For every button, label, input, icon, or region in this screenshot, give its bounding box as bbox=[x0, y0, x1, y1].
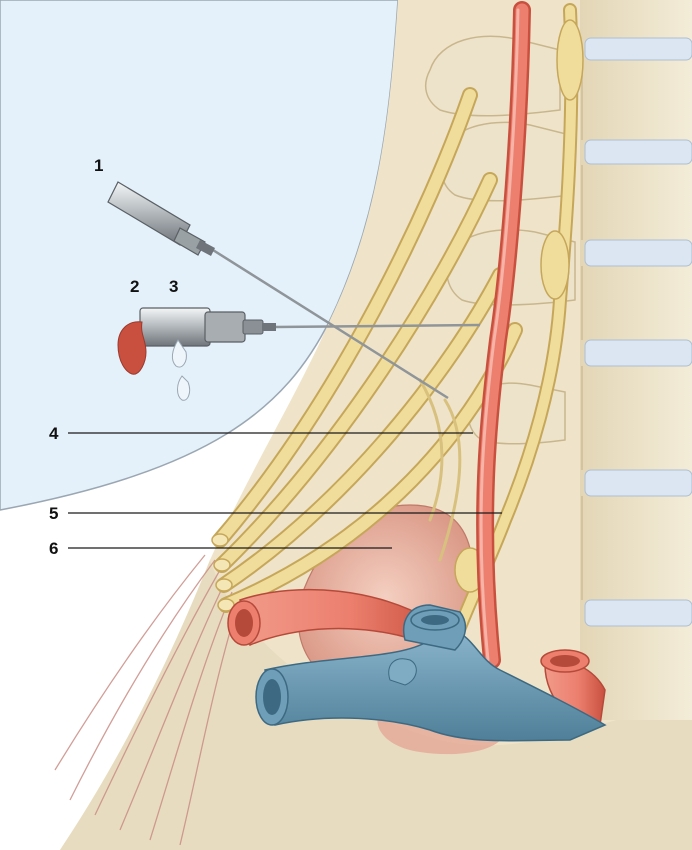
leader-lines bbox=[68, 432, 502, 549]
intervertebral-disc bbox=[584, 139, 692, 165]
subclavian-artery bbox=[227, 588, 442, 652]
label-6: 6 bbox=[49, 539, 58, 558]
label-1: 1 bbox=[94, 156, 103, 175]
intervertebral-disc bbox=[584, 339, 692, 367]
cervical-ganglion bbox=[556, 19, 584, 101]
blood-drop bbox=[117, 321, 147, 375]
csf-drop bbox=[171, 339, 187, 368]
label-4: 4 bbox=[49, 424, 59, 443]
needle-1-syringe bbox=[107, 181, 449, 400]
common-carotid-artery-cut bbox=[540, 649, 606, 727]
intervertebral-disc bbox=[584, 239, 692, 267]
stellate-ganglion bbox=[540, 230, 570, 300]
vertebral-column bbox=[580, 0, 692, 720]
subclavian-vein bbox=[255, 604, 607, 742]
intervertebral-disc bbox=[584, 469, 692, 497]
intervertebral-disc bbox=[584, 37, 692, 61]
csf-drop bbox=[177, 375, 191, 401]
label-3: 3 bbox=[169, 277, 178, 296]
vertebral-artery bbox=[476, 1, 531, 669]
needle-2-3-syringe bbox=[117, 307, 481, 401]
intervertebral-disc bbox=[584, 599, 692, 627]
callout-labels: 1 2 3 4 5 6 bbox=[49, 156, 178, 558]
neck-tissue bbox=[60, 0, 692, 850]
label-2: 2 bbox=[130, 277, 139, 296]
scalene-muscle-fibres bbox=[54, 554, 239, 846]
label-5: 5 bbox=[49, 504, 58, 523]
